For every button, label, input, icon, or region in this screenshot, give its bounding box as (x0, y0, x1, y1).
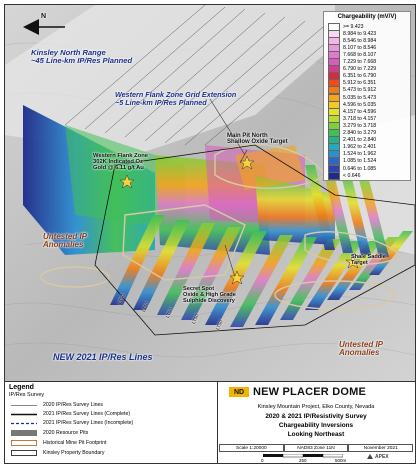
apex-credit: APEX (367, 454, 389, 460)
chargeability-class-label: 4.157 to 4.596 (343, 108, 377, 115)
property-boundary (94, 144, 415, 336)
scalebar-label-500: 500m (335, 458, 347, 463)
chargeability-class-label: 5.473 to 5.912 (343, 87, 377, 94)
label-western-flank-grid: Western Flank Zone Grid Extension ~5 Lin… (115, 90, 237, 107)
label-western-flank-zone: Western Flank Zone 302K Indicated Oz Gol… (93, 153, 148, 172)
label-main-pit-north: Main Pit North Shallow Oxide Target (227, 133, 288, 146)
target-stars (119, 155, 361, 285)
planned-grid-band (5, 5, 335, 155)
bottom-panel: Legend IP/Res Survey 2020 IP/Res Survey … (5, 381, 415, 463)
legend-item-2021-complete: 2021 IP/Res Survey Lines (Complete) (11, 411, 130, 417)
legend-item-2020-lines: 2020 IP/Res Survey Lines (11, 402, 103, 408)
survey-subtitle-1: Chargeability Inversions (278, 422, 354, 429)
chargeability-class-label: 5.912 to 6.351 (343, 80, 377, 87)
label-new-2021-lines: NEW 2021 IP/Res Lines (53, 352, 153, 362)
chargeability-class: < 0.646 (328, 171, 361, 180)
map-view: N Kinsley North Range ~45 Line-km IP/Res… (5, 5, 415, 381)
dashed-line-icon (11, 421, 37, 426)
label-kinsley-north: Kinsley North Range ~45 Line-km IP/Res P… (31, 48, 133, 65)
black-outline-icon (11, 450, 37, 456)
map-datum: NAD83 Zone 11N (283, 444, 349, 452)
gray-fill-icon (11, 430, 37, 436)
chargeability-class-label: 2.401 to 2.840 (343, 137, 377, 144)
apex-logo-icon (367, 454, 373, 459)
legend-item-historical-pit: Historical Mine Pit Footprint (11, 440, 106, 446)
chargeability-class-label: >= 9.423 (343, 23, 364, 30)
survey-subtitle-2: Looking Northeast (287, 431, 345, 438)
north-arrow-label: N (41, 13, 47, 20)
label-secret-spot: Secret Spot Oxide & High Grade Sulphide … (183, 286, 236, 304)
legend-item-property-boundary: Kinsley Property Boundary (11, 450, 104, 456)
label-untested-ip-left: Untested IP Anomalies (43, 232, 88, 250)
logo-mark: ND (229, 387, 249, 397)
thin-line-icon (11, 403, 37, 408)
legend-title: Legend (9, 384, 34, 391)
legend-panel: Legend IP/Res Survey 2020 IP/Res Survey … (5, 382, 218, 463)
chargeability-class-label: 4.596 to 5.035 (343, 101, 377, 108)
label-untested-ip-right: Untested IP Anomalies (339, 340, 384, 358)
chargeability-class-label: 3.279 to 3.718 (343, 122, 377, 129)
chargeability-class-label: 6.790 to 7.229 (343, 66, 377, 73)
chargeability-class-label: 8.984 to 9.423 (343, 30, 377, 37)
scalebar-label-0: 0 (261, 458, 264, 463)
map-scale: Scale 1:20000 (219, 444, 284, 452)
chargeability-class-label: 3.718 to 4.157 (343, 115, 377, 122)
company-logo: ND NEW PLACER DOME (229, 386, 366, 398)
survey-title: 2020 & 2021 IP/Resistivity Survey (265, 413, 367, 420)
chargeability-class-label: 8.107 to 8.546 (343, 44, 377, 51)
chargeability-legend-title: Chargeability (mV/V) (337, 14, 397, 20)
chargeability-class-label: 5.035 to 5.473 (343, 94, 377, 101)
curtain-western-flank-mid (65, 125, 185, 230)
figure-frame: N Kinsley North Range ~45 Line-km IP/Res… (4, 4, 416, 464)
chargeability-class-label: 7.668 to 8.107 (343, 51, 377, 58)
legend-item-resource-pits: 2020 Resource Pits (11, 430, 88, 436)
legend-item-2021-incomplete: 2021 IP/Res Survey Lines (Incomplete) (11, 420, 133, 426)
scalebar-label-250: 250 (299, 458, 307, 463)
map-date: November 2021 (348, 444, 414, 452)
chargeability-class-label: 1.524 to 1.962 (343, 151, 377, 158)
chargeability-class-label: 2.840 to 3.279 (343, 130, 377, 136)
chargeability-class-label: 7.229 to 7.668 (343, 59, 377, 65)
orange-outline-icon (11, 440, 37, 446)
chargeability-class-label: 1.962 to 2.401 (343, 144, 377, 151)
planned-ip-lines (64, 5, 336, 146)
scale-bar: 0 250 500m (261, 454, 347, 463)
label-shale-saddle: Shale Saddle Target (351, 254, 386, 266)
project-name: Kinsley Mountain Project, Elko County, N… (257, 404, 375, 410)
company-name: NEW PLACER DOME (253, 386, 366, 398)
north-arrow-icon (23, 19, 65, 35)
chargeability-class-label: 8.546 to 8.984 (343, 37, 377, 44)
chargeability-class-label: < 0.646 (343, 172, 361, 179)
color-swatch (328, 171, 340, 180)
chargeability-class-label: 0.646 to 1.085 (343, 165, 377, 172)
title-block: ND NEW PLACER DOME Kinsley Mountain Proj… (217, 382, 415, 463)
chargeability-class-label: 1.085 to 1.524 (343, 158, 377, 165)
chargeability-class-label: 6.351 to 6.790 (343, 73, 377, 80)
legend-subtitle: IP/Res Survey (9, 392, 45, 398)
solid-line-icon (11, 412, 37, 417)
map-info-row: Scale 1:20000 NAD83 Zone 11N November 20… (219, 444, 414, 452)
